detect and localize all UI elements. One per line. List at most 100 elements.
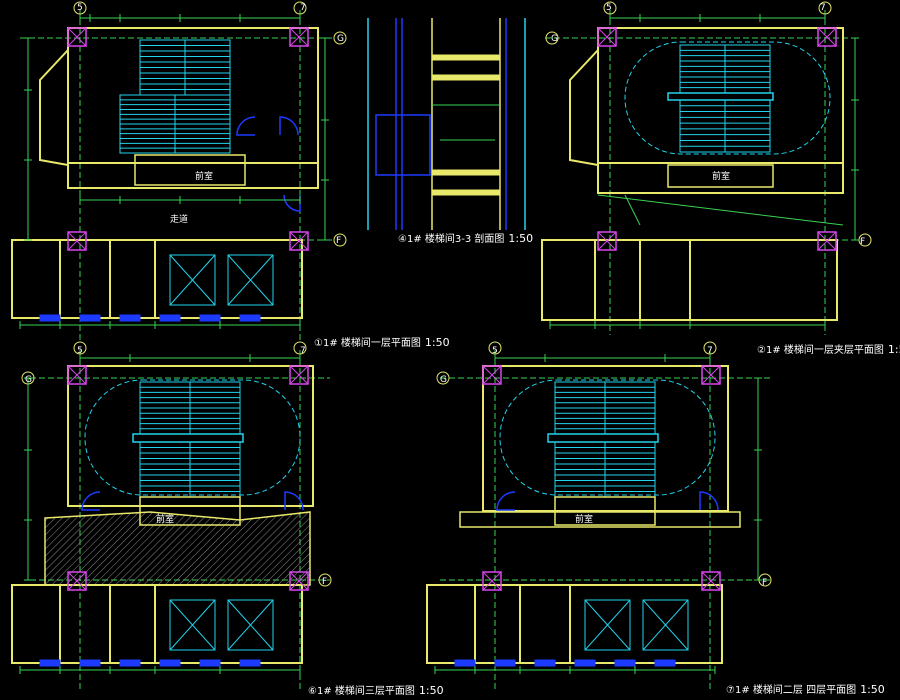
plan-1f-column-2 bbox=[289, 27, 309, 47]
plan-3f-column-4-x2 bbox=[289, 571, 309, 591]
plan-3f-column-1-x2 bbox=[67, 365, 87, 385]
axis-label-g-1: G bbox=[337, 34, 344, 44]
axis-label-g-2: G bbox=[551, 34, 558, 44]
plan-1f-bubble-g bbox=[333, 31, 347, 45]
plan-1f-door-2 bbox=[279, 116, 299, 136]
plan-mezz-wall-upper bbox=[597, 27, 844, 164]
axis-label-7-top-1: 7 bbox=[300, 3, 306, 13]
plan-mezz-stair-oval bbox=[624, 41, 831, 155]
plan-3f-column-4 bbox=[289, 571, 309, 591]
plan-3f-bubble-f bbox=[318, 573, 332, 587]
plan-3f-landing bbox=[139, 496, 241, 526]
plan-1f-landing bbox=[134, 154, 246, 186]
axis-label-g-4: G bbox=[440, 375, 447, 385]
plan-2-4f-column-1-x2 bbox=[482, 365, 502, 385]
plan-mezz-bubble-g bbox=[545, 31, 559, 45]
plan-1f-bubble-f bbox=[333, 233, 347, 247]
plan-2-4f-wall-corridor bbox=[459, 511, 741, 528]
plan-1f-column-1 bbox=[67, 27, 87, 47]
plan-2-4f-door-bottom bbox=[614, 659, 636, 667]
plan-1f-door-bottom bbox=[199, 314, 221, 322]
axis-label-f-2: F bbox=[860, 237, 866, 247]
plan-1f-column-4-x2 bbox=[289, 231, 309, 251]
plan-2-4f-column-2-x2 bbox=[701, 365, 721, 385]
section-33-elevator-box bbox=[375, 114, 431, 176]
plan-1f-column-2-x2 bbox=[289, 27, 309, 47]
section-33-slab-0 bbox=[431, 54, 501, 61]
plan-1f-column-3-x2 bbox=[67, 231, 87, 251]
section-33-slab-2 bbox=[431, 169, 501, 176]
section-33-slab-3 bbox=[431, 189, 501, 196]
room-label-lobby-3: 前室 bbox=[156, 515, 175, 525]
plan-2-4f-door-2 bbox=[699, 491, 719, 511]
plan-3f-door-bottom bbox=[119, 659, 141, 667]
plan-1f-door-bottom bbox=[119, 314, 141, 322]
plan-mezz-column-1-x2 bbox=[597, 27, 617, 47]
plan-2-4f-elevator-2-diag2 bbox=[642, 599, 689, 651]
axis-label-f-1: F bbox=[336, 236, 342, 246]
plan-3f-wall-lower bbox=[11, 584, 303, 664]
plan-2-4f-elevator-2-car bbox=[642, 599, 689, 651]
plan-3f-elevator-2-diag2 bbox=[227, 599, 274, 651]
plan-3f-door-bottom bbox=[79, 659, 101, 667]
plan-2-4f-column-2 bbox=[701, 365, 721, 385]
axis-label-f-4: F bbox=[762, 578, 768, 588]
plan-2-4f-door-bottom bbox=[454, 659, 476, 667]
plan-2-4f-door-bottom bbox=[574, 659, 596, 667]
plan-3f-hatched-corridor bbox=[44, 511, 311, 586]
plan-1f-elevator-1-car bbox=[169, 254, 216, 306]
plan-2-4f-elevator-1-diag2 bbox=[584, 599, 631, 651]
room-label-lobby-4: 前室 bbox=[575, 515, 594, 525]
plan-2-4f-wall-lower bbox=[426, 584, 723, 664]
plan-mezz-column-4 bbox=[817, 231, 837, 251]
plan-1f-door-bottom bbox=[39, 314, 61, 322]
plan-mezz-landing bbox=[667, 164, 774, 188]
axis-label-5-top-3: 5 bbox=[77, 346, 83, 356]
plan-mezz-wall-curve bbox=[569, 49, 599, 166]
room-label-corridor-1: 走道 bbox=[170, 215, 189, 225]
plan-1f-door-bottom bbox=[159, 314, 181, 322]
plan-3f-column-1 bbox=[67, 365, 87, 385]
plan-3f-door-bottom bbox=[239, 659, 261, 667]
plan-3f-column-3-x2 bbox=[67, 571, 87, 591]
plan-2-4f-elevator-1-car bbox=[584, 599, 631, 651]
section-33-slab-1 bbox=[431, 74, 501, 81]
plan-2-4f-bubble-g bbox=[436, 371, 450, 385]
plan-1f-elevator-2-diag2 bbox=[227, 254, 274, 306]
axis-label-f-3: F bbox=[322, 577, 328, 587]
plan-3f-stair-oval bbox=[84, 379, 301, 496]
plan-mezz-column-4-x2 bbox=[817, 231, 837, 251]
plan-1f-column-1-x2 bbox=[67, 27, 87, 47]
plan-2-4f-column-1 bbox=[482, 365, 502, 385]
plan-3f-column-2-x2 bbox=[289, 365, 309, 385]
plan-3f-column-2 bbox=[289, 365, 309, 385]
axis-label-5-top-1: 5 bbox=[77, 3, 83, 13]
plan-mezz-column-2-x2 bbox=[817, 27, 837, 47]
plan-mezz-column-2 bbox=[817, 27, 837, 47]
plan-mezz-leader-2 bbox=[624, 194, 641, 226]
plan-1f-door-bottom bbox=[79, 314, 101, 322]
plan-2-4f-stair-oval bbox=[499, 379, 716, 496]
plan-2-4f-wall-upper bbox=[482, 365, 729, 512]
plan-3f-door-bottom bbox=[199, 659, 221, 667]
room-label-lobby-2: 前室 bbox=[712, 172, 731, 182]
plan-1f-elevator-1-diag2 bbox=[169, 254, 216, 306]
plan-3f-wall-upper bbox=[67, 365, 314, 507]
plan-3f-door-1 bbox=[81, 491, 101, 511]
plan-3f-elevator-1-car bbox=[169, 599, 216, 651]
plan-mezz-wall-lobby bbox=[597, 162, 844, 194]
plan-2-4f-column-3 bbox=[482, 571, 502, 591]
plan-3f-door-2 bbox=[284, 491, 304, 511]
axis-label-g-3: G bbox=[25, 375, 32, 385]
plan-mezz-landing-rail bbox=[667, 92, 774, 101]
plan-2-4f-door-bottom bbox=[654, 659, 676, 667]
plan-2-4f-door-1 bbox=[496, 491, 516, 511]
axis-label-5-top-2: 5 bbox=[606, 3, 612, 13]
plan-3f-elevator-1-diag2 bbox=[169, 599, 216, 651]
